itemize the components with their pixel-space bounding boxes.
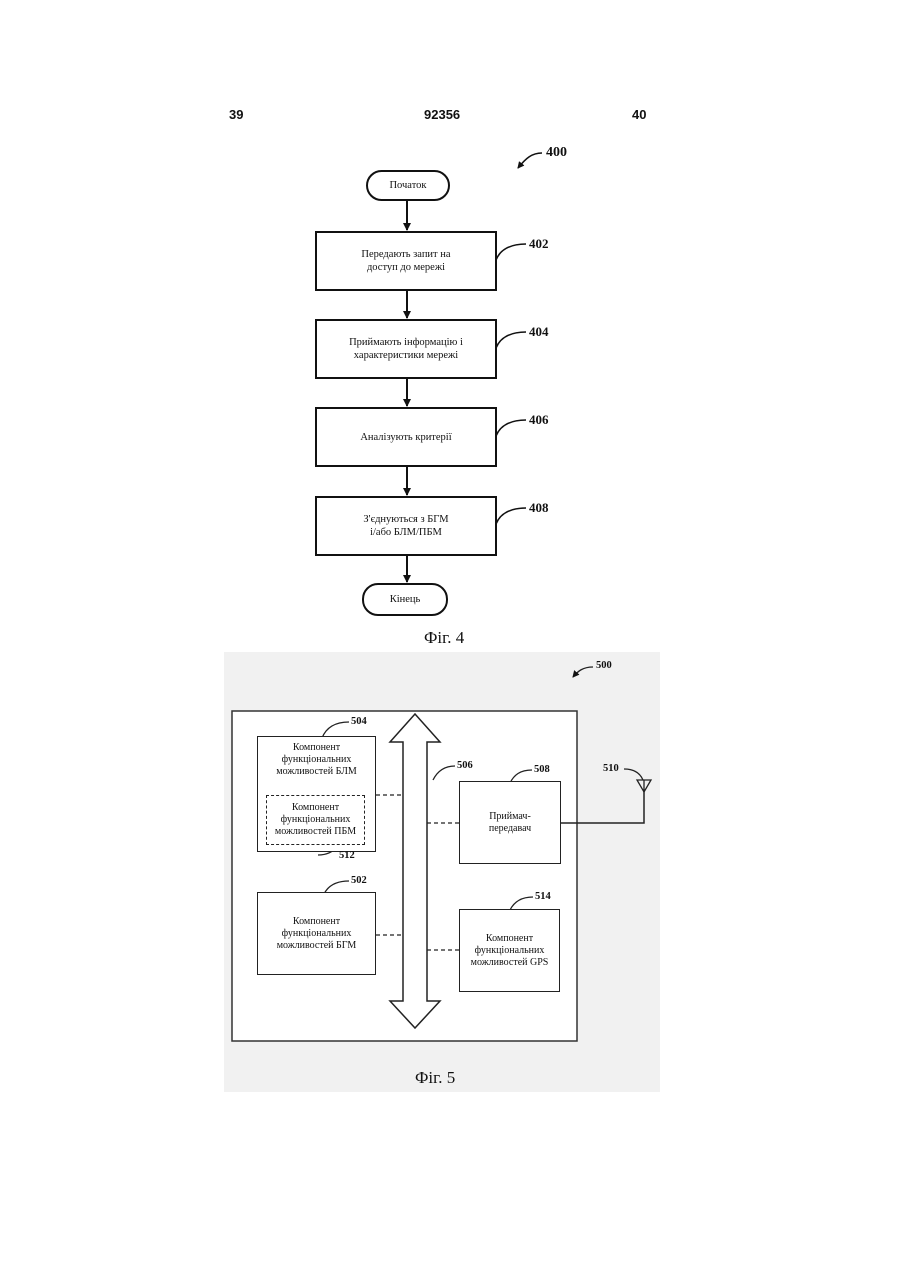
ref-400: 400 — [546, 145, 567, 161]
leader-510 — [624, 769, 643, 780]
ref-408: 408 — [529, 500, 549, 516]
step-402-box: Передають запит на доступ до мережі — [315, 231, 497, 291]
ref-402: 402 — [529, 236, 549, 252]
leader-500 — [573, 667, 593, 677]
ref-510: 510 — [603, 763, 619, 774]
ref-506: 506 — [457, 760, 473, 771]
blm-component-text: Компонент функціональних можливостей БЛМ — [276, 742, 357, 778]
ref-502: 502 — [351, 875, 367, 886]
step-404-text: Приймають інформацію і характеристики ме… — [349, 336, 463, 362]
end-label: Кінець — [390, 594, 421, 605]
step-406-text: Аналізують критерії — [360, 431, 451, 444]
fig5-caption: Фіг. 5 — [415, 1068, 455, 1088]
ref-404: 404 — [529, 324, 549, 340]
step-402-text: Передають запит на доступ до мережі — [361, 248, 450, 274]
ref-512: 512 — [339, 850, 355, 861]
pbm-component-text: Компонент функціональних можливостей ПБМ — [275, 802, 356, 838]
gps-component-text: Компонент функціональних можливостей GPS — [471, 933, 549, 969]
leader-400 — [518, 153, 542, 168]
end-terminal: Кінець — [362, 583, 448, 616]
leader-406 — [496, 420, 526, 436]
pbm-component-box: Компонент функціональних можливостей ПБМ — [266, 795, 365, 845]
leader-404 — [496, 332, 526, 348]
gps-component-box: Компонент функціональних можливостей GPS — [459, 909, 560, 992]
start-terminal: Початок — [366, 170, 450, 201]
bgm-component-text: Компонент функціональних можливостей БГМ — [277, 916, 357, 952]
step-406-box: Аналізують критерії — [315, 407, 497, 467]
ref-504: 504 — [351, 716, 367, 727]
fig4-caption: Фіг. 4 — [424, 628, 464, 648]
ref-514: 514 — [535, 891, 551, 902]
step-408-text: З'єднуються з БГМ і/або БЛМ/ПБМ — [363, 513, 448, 539]
step-408-box: З'єднуються з БГМ і/або БЛМ/ПБМ — [315, 496, 497, 556]
leader-408 — [496, 508, 526, 524]
ref-406: 406 — [529, 412, 549, 428]
step-404-box: Приймають інформацію і характеристики ме… — [315, 319, 497, 379]
bgm-component-box: Компонент функціональних можливостей БГМ — [257, 892, 376, 975]
leader-402 — [496, 244, 526, 260]
ref-500: 500 — [596, 660, 612, 671]
antenna-icon — [637, 780, 651, 792]
ref-508: 508 — [534, 764, 550, 775]
start-label: Початок — [389, 180, 426, 191]
transceiver-text: Приймач- передавач — [489, 811, 531, 835]
transceiver-box: Приймач- передавач — [459, 781, 561, 864]
